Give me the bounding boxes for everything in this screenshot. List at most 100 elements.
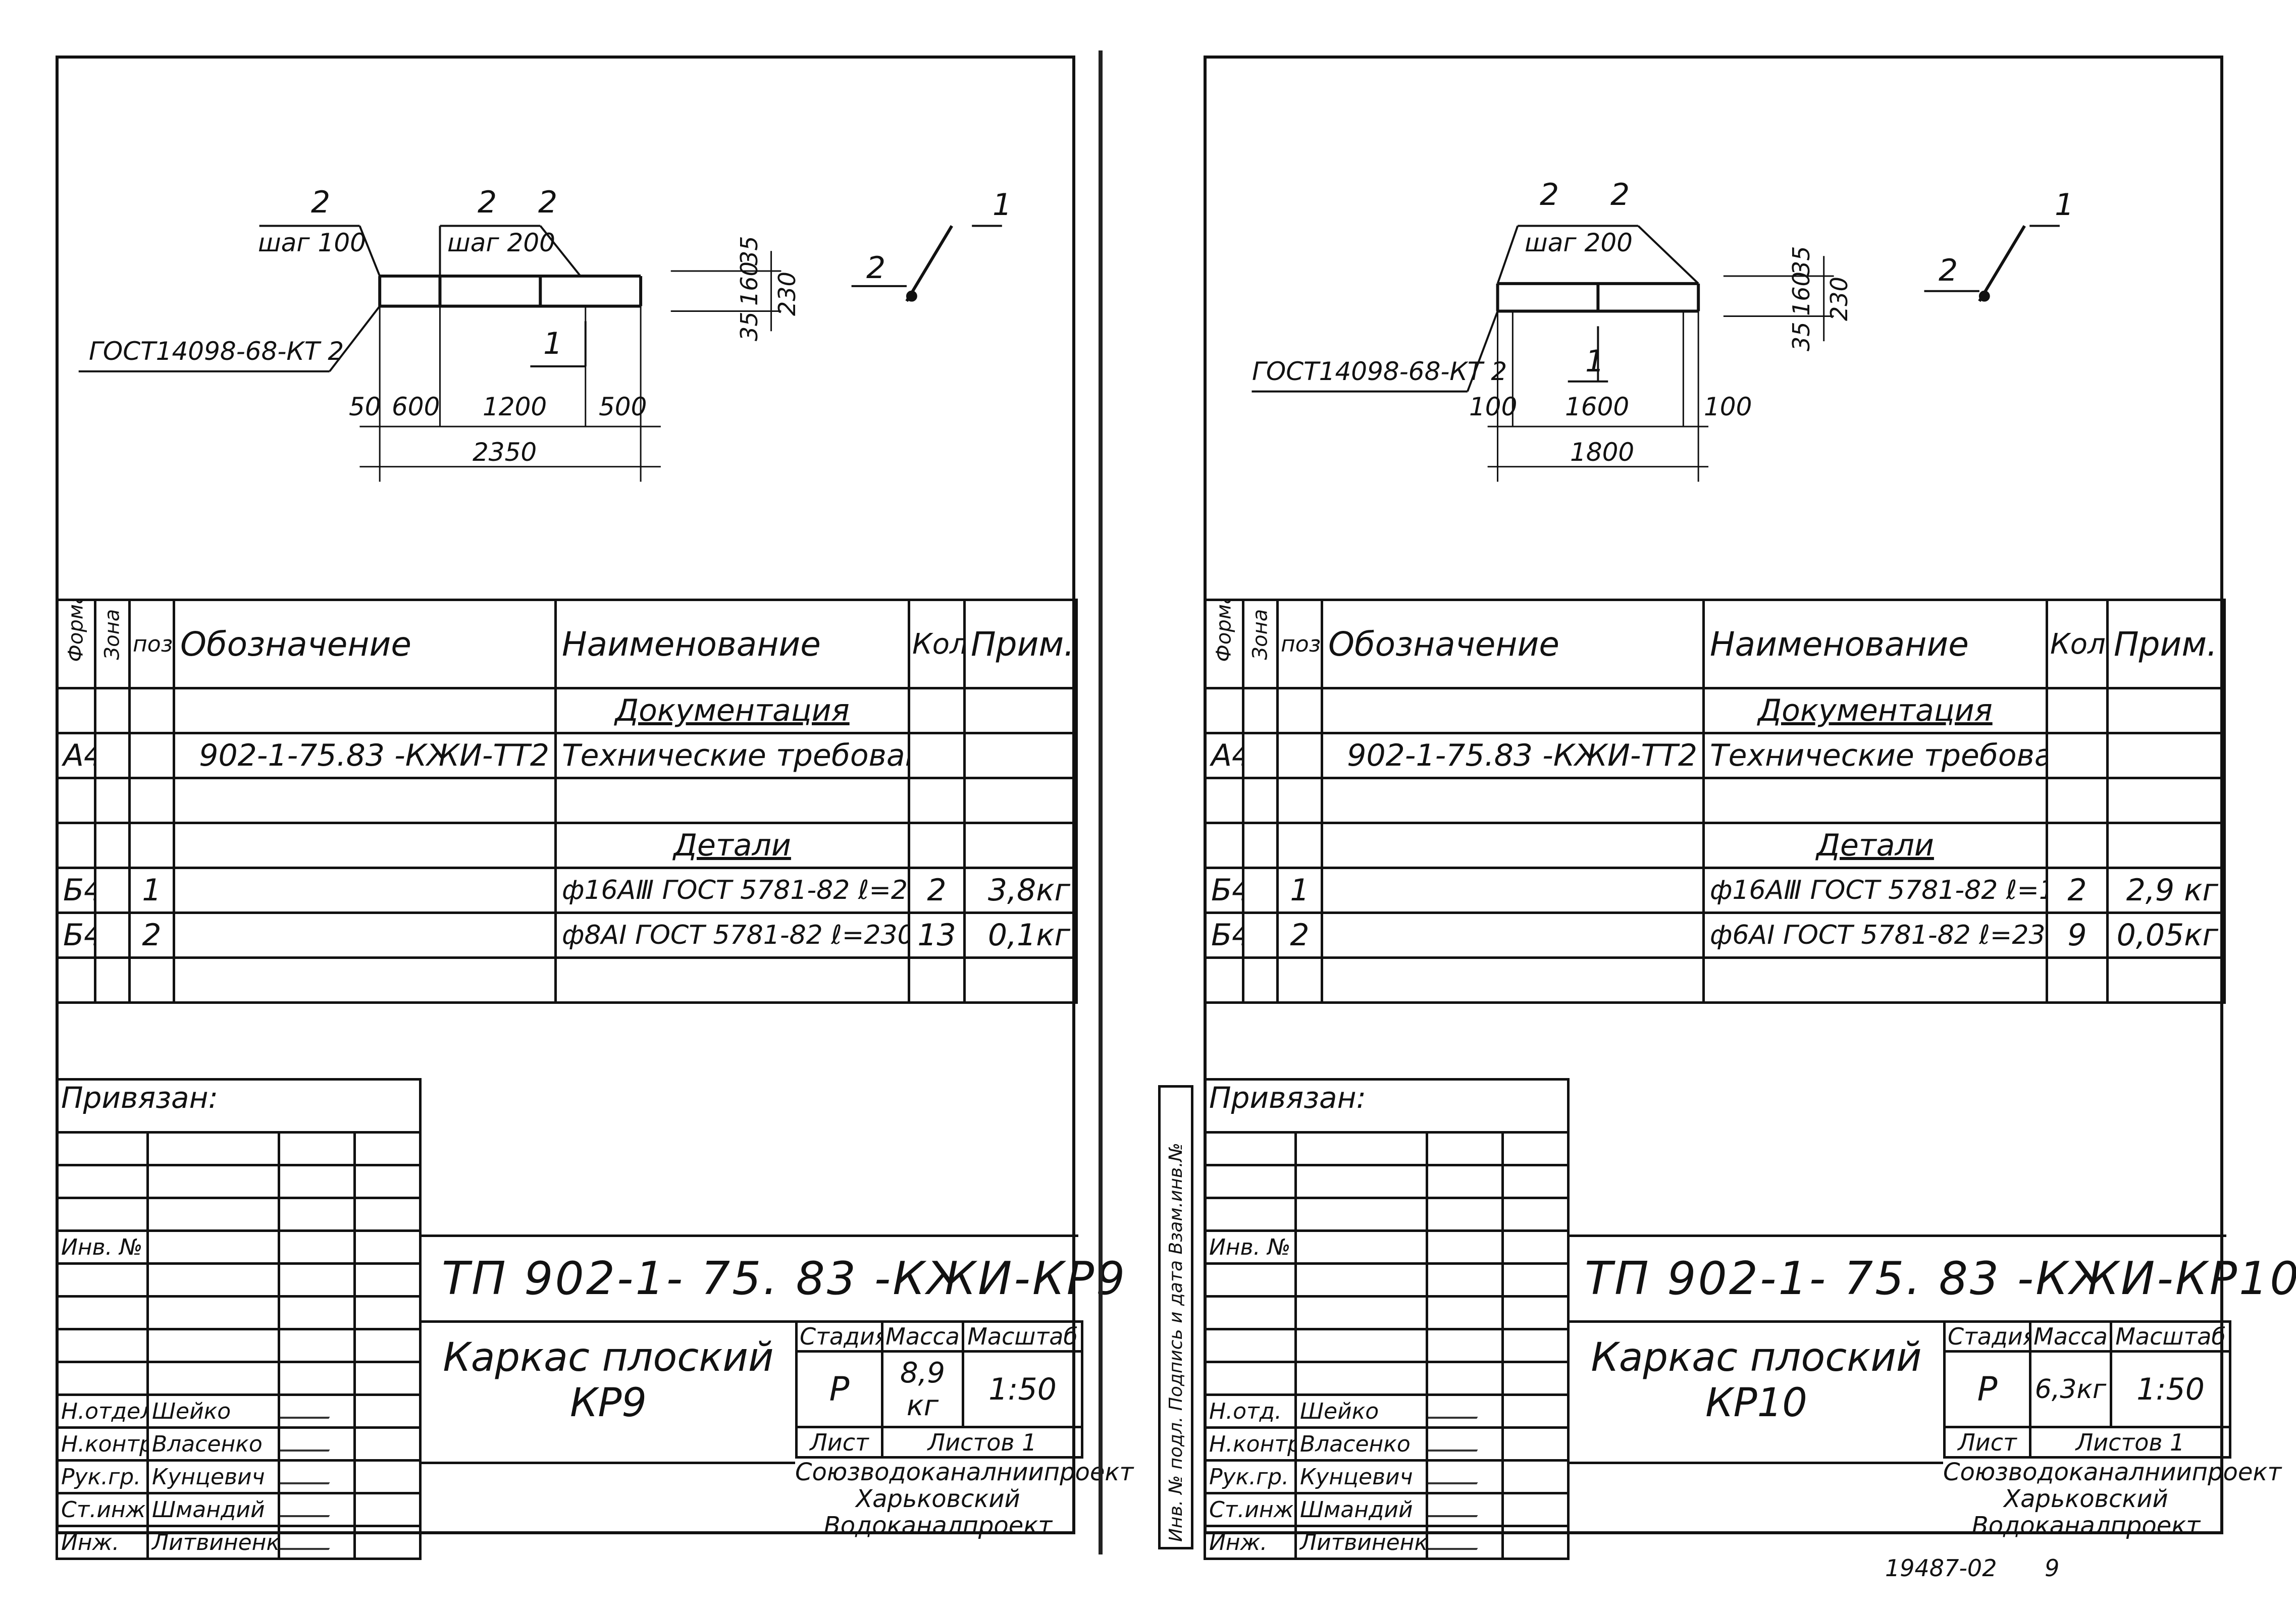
spec-section-docs: Документация bbox=[1204, 687, 2226, 734]
document-code: ТП 902-1- 75. 83 -КЖИ-КР10 bbox=[1585, 1252, 2296, 1305]
label-extra-count: 2 bbox=[1610, 177, 1630, 212]
col-qty: Кол. bbox=[2046, 599, 2109, 689]
label-step200-text: шаг 200 bbox=[1525, 228, 1633, 257]
signature bbox=[281, 1401, 339, 1419]
staff-row: Н.отд.Шейко bbox=[1204, 1393, 1570, 1429]
signature bbox=[1429, 1434, 1487, 1452]
weld-note: ГОСТ14098-68-КТ 2 bbox=[89, 337, 344, 366]
col-format: Формат bbox=[1204, 599, 1244, 689]
dim-h2: 160 bbox=[1788, 272, 1815, 316]
title-block-main: ТП 902-1- 75. 83 -КЖИ-КР9 Каркас плоский… bbox=[419, 1235, 1133, 1539]
sheet-kr9: 2 шаг 100 2 шаг 200 2 ГОСТ14098-68-КТ 2 … bbox=[55, 50, 1133, 1560]
spec-blank-row bbox=[56, 956, 1078, 1004]
staff-row: Рук.гр.Кунцевич bbox=[1204, 1459, 1570, 1494]
spec-part-row: Б4 1 ф16АⅢ ГОСТ 5781-82 ℓ=1800 2 2,9 кг bbox=[1204, 867, 2226, 914]
inv-label: Инв. № bbox=[1204, 1229, 1297, 1265]
specification-table: Формат Зона поз Обозначение Наименование… bbox=[56, 599, 1078, 1004]
dim-bottom-1: 600 bbox=[392, 392, 440, 421]
label-step200-count: 2 bbox=[478, 185, 497, 220]
side-strip: Инв. № подл. Подпись и дата Взам.инв.№ bbox=[1158, 1085, 1193, 1549]
signature bbox=[281, 1467, 339, 1484]
title-block-main: ТП 902-1- 75. 83 -КЖИ-КР10 Каркас плоски… bbox=[1567, 1235, 2296, 1539]
col-format: Формат bbox=[56, 599, 96, 689]
spec-part-row: Б4 2 ф6АⅠ ГОСТ 5781-82 ℓ=230 9 0,05кг bbox=[1204, 911, 2226, 959]
spec-header-row: Формат Зона поз Обозначение Наименование… bbox=[1204, 599, 2226, 689]
col-zone: Зона bbox=[1242, 599, 1279, 689]
rebar-cage-drawing: 2 шаг 200 2 ГОСТ14098-68-КТ 2 1 100 1600… bbox=[1207, 59, 2220, 654]
signature bbox=[281, 1434, 339, 1452]
spec-doc-row: А4 902-1-75.83 -КЖИ-ТТ2 Технические треб… bbox=[1204, 732, 2226, 779]
cage-sketch bbox=[1251, 225, 2060, 482]
sheet-kr10: Инв. № подл. Подпись и дата Взам.инв.№ bbox=[1148, 0, 2296, 1610]
staff-row: Инж.Литвиненко bbox=[56, 1525, 422, 1560]
col-zone: Зона bbox=[94, 599, 131, 689]
signature bbox=[1429, 1499, 1487, 1517]
label-step200-text: шаг 200 bbox=[447, 228, 555, 257]
sheet-frame: 2 шаг 100 2 шаг 200 2 ГОСТ14098-68-КТ 2 … bbox=[55, 56, 1133, 1560]
specification-table: Формат Зона поз Обозначение Наименование… bbox=[1204, 599, 2226, 1004]
dim-height-total: 230 bbox=[1825, 277, 1853, 321]
col-designation: Обозначение bbox=[1321, 599, 1705, 689]
dim-bottom-2: 1200 bbox=[483, 392, 547, 421]
dim-bottom-1: 1600 bbox=[1565, 392, 1630, 421]
footer-stamp: 19487-02 9 bbox=[1885, 1554, 2060, 1582]
spec-part-row: Б4 1 ф16АⅢ ГОСТ 5781-82 ℓ=2350 2 3,8кг bbox=[56, 867, 1078, 914]
dim-h3: 35 bbox=[736, 236, 763, 265]
dim-bottom-0: 100 bbox=[1469, 392, 1518, 421]
spec-section-docs: Документация bbox=[56, 687, 1078, 734]
col-qty: Кол bbox=[908, 599, 966, 689]
label-step100-text: шаг 100 bbox=[258, 228, 366, 257]
drawing-title: Каркас плоский КР9 bbox=[443, 1335, 774, 1426]
dim-h1: 35 bbox=[736, 311, 763, 341]
dim-h3: 35 bbox=[1788, 246, 1815, 276]
section-main-pos: 1 bbox=[2055, 187, 2074, 223]
staff-row: Инж.Литвиненко bbox=[1204, 1525, 1570, 1560]
dim-bottom-2: 100 bbox=[1704, 392, 1752, 421]
spec-blank-row bbox=[1204, 777, 2226, 824]
organization: Союзводоканалниипроект Харьковский Водок… bbox=[795, 1458, 1134, 1540]
spec-section-parts: Детали bbox=[56, 822, 1078, 869]
col-pos: поз bbox=[1276, 599, 1323, 689]
section-main-pos: 1 bbox=[993, 187, 1012, 223]
staff-row: Рук.гр.Кунцевич bbox=[56, 1459, 422, 1494]
signature bbox=[1429, 1532, 1487, 1550]
col-pos: поз bbox=[128, 599, 175, 689]
spec-blank-row bbox=[56, 777, 1078, 824]
staff-row: Н.контр.Власенко bbox=[1204, 1426, 1570, 1462]
col-name: Наименование bbox=[554, 599, 910, 689]
title-block-staff: Привязан: Инв. № Н.отд.Шейко Н.контр.Вла… bbox=[1203, 1078, 1570, 1560]
bound-label: Привязан: bbox=[55, 1078, 422, 1133]
dim-h1: 35 bbox=[1788, 321, 1815, 351]
dim-h2: 160 bbox=[736, 261, 763, 306]
spec-blank-row bbox=[1204, 956, 2226, 1004]
label-step100-count: 2 bbox=[311, 185, 331, 220]
signature bbox=[1429, 1467, 1487, 1484]
title-block-staff: Привязан: Инв. № Н.отдел.Шейко Н.контр.В… bbox=[55, 1078, 422, 1560]
rebar-cage-drawing: 2 шаг 100 2 шаг 200 2 ГОСТ14098-68-КТ 2 … bbox=[59, 59, 1072, 654]
spec-doc-row: А4 902-1-75.83 -КЖИ-ТТ2 Технические треб… bbox=[56, 732, 1078, 779]
organization: Союзводоканалниипроект Харьковский Водок… bbox=[1943, 1458, 2282, 1540]
signature bbox=[281, 1499, 339, 1517]
bound-label: Привязан: bbox=[1203, 1078, 1570, 1133]
col-designation: Обозначение bbox=[173, 599, 557, 689]
signature bbox=[1429, 1401, 1487, 1419]
dim-height-total: 230 bbox=[773, 272, 801, 316]
sheet-frame: 2 шаг 200 2 ГОСТ14098-68-КТ 2 1 100 1600… bbox=[1203, 56, 2296, 1560]
spec-section-parts: Детали bbox=[1204, 822, 2226, 869]
cage-sketch bbox=[78, 225, 1002, 482]
label-extra-count: 2 bbox=[538, 185, 558, 220]
signature bbox=[281, 1532, 339, 1550]
dim-bottom-0: 50 bbox=[349, 392, 381, 421]
document-code: ТП 902-1- 75. 83 -КЖИ-КР9 bbox=[442, 1252, 1127, 1305]
section-stirrup-pos: 2 bbox=[866, 250, 886, 286]
label-main-pos: 1 bbox=[543, 326, 563, 361]
staff-row: Ст.инж.Шмандий bbox=[56, 1492, 422, 1527]
sheet-divider bbox=[1099, 50, 1103, 1554]
label-main-pos: 1 bbox=[1585, 344, 1605, 379]
spec-header-row: Формат Зона поз Обозначение Наименование… bbox=[56, 599, 1078, 689]
weld-note: ГОСТ14098-68-КТ 2 bbox=[1252, 357, 1507, 386]
staff-row: Ст.инж.Шмандий bbox=[1204, 1492, 1570, 1527]
col-name: Наименование bbox=[1702, 599, 2048, 689]
